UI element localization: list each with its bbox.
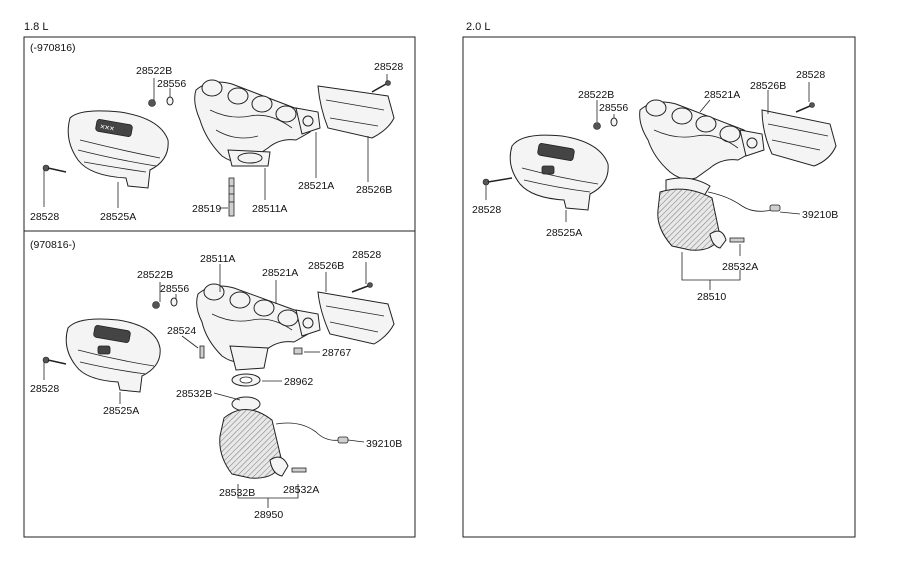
washer-28556-2-0l (610, 117, 618, 127)
gasket-28521a-early (295, 107, 321, 135)
svg-text:✕✕✕: ✕✕✕ (99, 122, 115, 133)
exhaust-manifold-28511a-late (196, 283, 310, 371)
nut-28522b-2-0l (593, 122, 601, 130)
label-28532b-lower: 28532B (219, 487, 255, 499)
bolt-28528-early-left (42, 164, 67, 173)
gasket-28532a-late (291, 467, 307, 473)
heat-protector-28525a-late (65, 318, 161, 393)
heat-protector-28525a: ✕✕✕ (67, 110, 169, 189)
label-28526b-2-0l: 28526B (750, 80, 786, 92)
label-28528-early-left: 28528 (30, 211, 59, 223)
bolt-28528-early-top (371, 80, 391, 93)
label-28519: 28519 (192, 203, 221, 215)
label-28962: 28962 (284, 376, 313, 388)
label-28950: 28950 (254, 509, 283, 521)
nut-28522b-early (148, 99, 156, 107)
label-28522b-2-0l: 28522B (578, 89, 614, 101)
variant-label-late: (970816-) (30, 239, 76, 251)
nut-28522b-late (152, 301, 160, 309)
label-28525a-2-0l: 28525A (546, 227, 582, 239)
label-28532b-upper: 28532B (176, 388, 212, 400)
label-28528-2-0l-left: 28528 (472, 204, 501, 216)
panel-frame-2-0l (462, 36, 856, 538)
label-28528-late-left: 28528 (30, 383, 59, 395)
bolt-28528-2-0l-top (795, 102, 815, 113)
label-28525a-early: 28525A (100, 211, 136, 223)
label-28532a-late: 28532A (283, 484, 319, 496)
label-28556-early: 28556 (157, 78, 186, 90)
nut-28767 (293, 347, 303, 355)
label-28526b-early: 28526B (356, 184, 392, 196)
stud-28519 (228, 177, 235, 217)
section-header-1-8l: 1.8 L (24, 21, 48, 33)
heat-protector-28526b-late (317, 291, 395, 345)
label-28522b-early: 28522B (136, 65, 172, 77)
label-28528-early-top: 28528 (374, 61, 403, 73)
exhaust-manifold-2-0l (639, 99, 754, 180)
heat-protector-28526b-2-0l (761, 109, 837, 167)
label-28521a-late: 28521A (262, 267, 298, 279)
heat-protector-28526b-early (317, 85, 395, 139)
gasket-28521a-2-0l (739, 129, 765, 157)
label-28522b-late: 28522B (137, 269, 173, 281)
bolt-28528-2-0l-left (482, 177, 513, 186)
label-28556-2-0l: 28556 (599, 102, 628, 114)
panel-frame-late (23, 230, 416, 538)
variant-label-early: (-970816) (30, 42, 76, 54)
label-28511a-late: 28511A (200, 253, 235, 265)
gasket-28962 (231, 373, 261, 387)
label-28767: 28767 (322, 347, 351, 359)
bolt-28528-late-left (42, 356, 67, 365)
bolt-28528-late-top (351, 282, 373, 293)
label-28528-2-0l-top: 28528 (796, 69, 825, 81)
washer-28556-early (166, 96, 174, 106)
label-28528-late-top: 28528 (352, 249, 381, 261)
exhaust-manifold-28511a-early (194, 79, 312, 167)
label-39210b-late: 39210B (366, 438, 402, 450)
heat-protector-28525a-2-0l (509, 134, 609, 211)
bolt-28524 (199, 345, 205, 359)
label-28524: 28524 (167, 325, 196, 337)
label-39210b-2-0l: 39210B (802, 209, 838, 221)
label-28526b-late: 28526B (308, 260, 344, 272)
gasket-28532a-2-0l (729, 237, 745, 243)
label-28532a-2-0l: 28532A (722, 261, 758, 273)
catalytic-converter-28510 (657, 177, 727, 251)
catalytic-converter-28950 (219, 396, 289, 479)
label-28525a-late: 28525A (103, 405, 139, 417)
washer-28556-late (170, 297, 178, 307)
oxygen-sensor-39210b-late (275, 422, 349, 444)
label-28521a-early: 28521A (298, 180, 334, 192)
section-header-2-0l: 2.0 L (466, 21, 490, 33)
label-28510: 28510 (697, 291, 726, 303)
gasket-28521a-late (295, 309, 321, 337)
label-28511a-early: 28511A (252, 203, 287, 215)
label-28556-late: 28556 (160, 283, 189, 295)
label-28521a-2-0l: 28521A (704, 89, 740, 101)
oxygen-sensor-39210b-2-0l (707, 191, 781, 212)
